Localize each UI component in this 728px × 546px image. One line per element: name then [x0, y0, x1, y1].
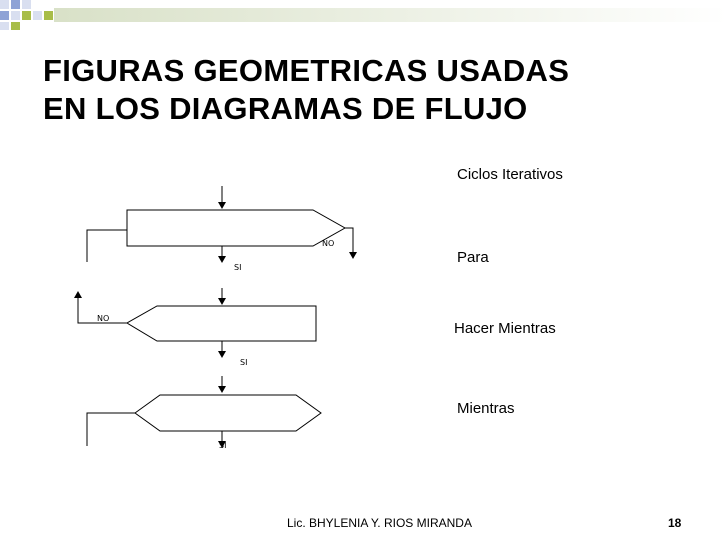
hacer-no-label: NO — [97, 314, 109, 323]
footer-author: Lic. BHYLENIA Y. RIOS MIRANDA — [287, 516, 472, 530]
para-no-label: NO — [322, 239, 334, 248]
header-decoration — [0, 0, 728, 30]
hacer-mientras-shape — [74, 288, 317, 358]
mientras-shape — [86, 376, 322, 448]
label-ciclos-iterativos: Ciclos Iterativos — [457, 166, 563, 183]
page-number: 18 — [668, 516, 682, 530]
title-line-2: EN LOS DIAGRAMAS DE FLUJO — [43, 91, 528, 126]
hacer-si-label: SI — [240, 358, 247, 367]
para-si-label: SI — [234, 263, 241, 272]
slide-title: FIGURAS GEOMETRICAS USADAS EN LOS DIAGRA… — [43, 52, 569, 128]
mientras-si-label: SI — [219, 441, 226, 450]
para-shape — [86, 186, 357, 263]
label-hacer-mientras: Hacer Mientras — [454, 320, 556, 337]
label-para: Para — [457, 249, 489, 266]
title-line-1: FIGURAS GEOMETRICAS USADAS — [43, 53, 570, 88]
label-mientras: Mientras — [457, 400, 515, 417]
